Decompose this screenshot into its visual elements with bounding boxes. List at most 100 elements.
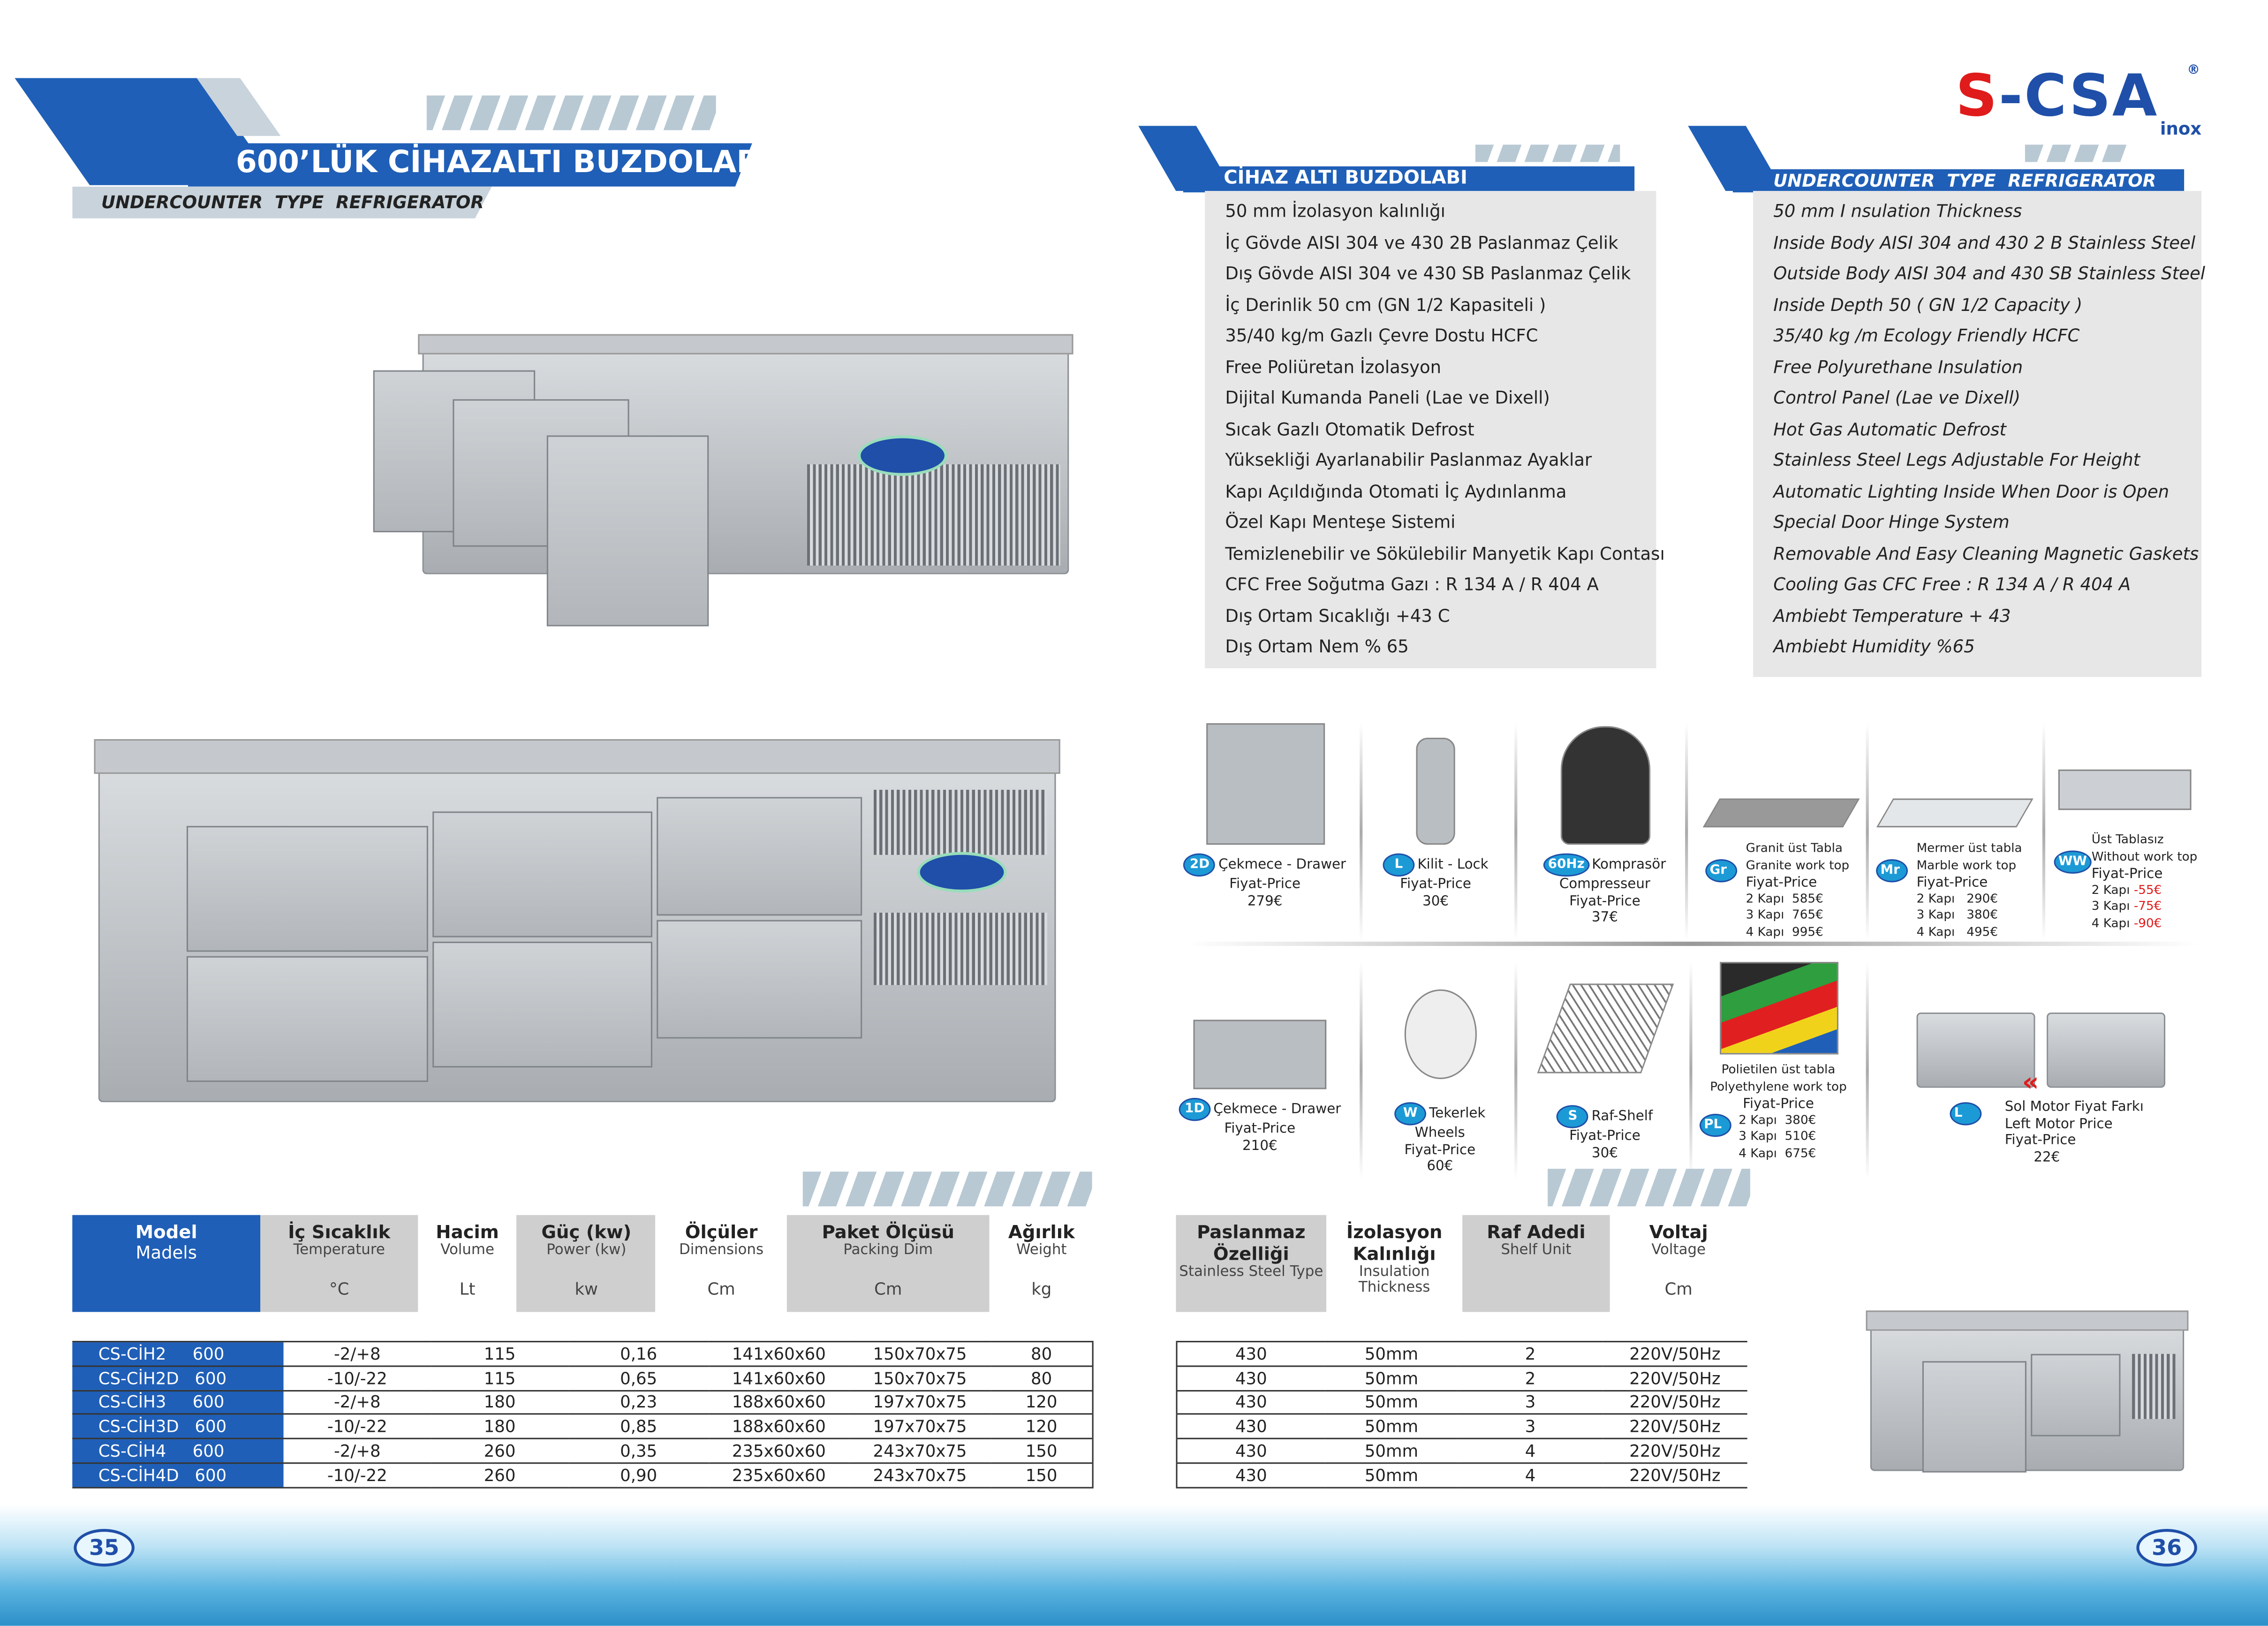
- table-cell: 50mm: [1325, 1414, 1458, 1440]
- badge-icon: Gr: [1705, 859, 1738, 883]
- table-cell: 141x60x60: [709, 1365, 849, 1391]
- table-cell: 0,90: [568, 1462, 709, 1488]
- logo-text: S-CSA: [1955, 63, 2159, 130]
- badge-icon: W: [1394, 1102, 1427, 1126]
- table-cell: 0,65: [568, 1365, 709, 1391]
- table-cell: 50mm: [1325, 1389, 1458, 1415]
- table-cell: 235x60x60: [709, 1438, 849, 1464]
- table-stripes-left: [802, 1172, 1092, 1207]
- table-cell: CS-CİH3D 600: [72, 1414, 284, 1440]
- right-motor-unit-image: [1916, 1012, 2035, 1088]
- table-cell: -10/-22: [283, 1365, 431, 1391]
- spec-list-en: 50 mm I nsulation Thickness Inside Body …: [1753, 191, 2206, 677]
- table-cell: 243x70x75: [849, 1438, 991, 1464]
- table-cell: 2: [1458, 1365, 1603, 1391]
- spec-item: Temizlenebilir ve Sökülebilir Manyetik K…: [1225, 543, 1665, 564]
- spec-en-stripes: [2025, 144, 2126, 162]
- table-cell: 220V/50Hz: [1603, 1462, 1747, 1488]
- spec-item: Control Panel (Lae ve Dixell): [1773, 387, 2021, 408]
- table-cell: 150x70x75: [849, 1341, 991, 1367]
- product-image-3-drawer-open: [373, 334, 1074, 627]
- spec-item: 50 mm I nsulation Thickness: [1773, 201, 2022, 221]
- spec-item: İç Gövde AISI 304 ve 430 2B Paslanmaz Çe…: [1225, 232, 1618, 253]
- table-cell: CS-CİH2 600: [72, 1341, 284, 1367]
- marble-image: [1876, 798, 2034, 828]
- spec-item: Cooling Gas CFC Free : R 134 A / R 404 A: [1773, 574, 2131, 595]
- shelf-image: [1536, 983, 1673, 1074]
- spec-item: Free Polyurethane Insulation: [1773, 356, 2023, 377]
- table-cell: 220V/50Hz: [1603, 1438, 1747, 1464]
- badge-icon: 60Hz: [1543, 853, 1589, 877]
- page-title: 600’LÜK CİHAZALTI BUZDOLABI: [235, 144, 771, 180]
- badge-icon: WW: [2054, 850, 2092, 874]
- table-cell: 220V/50Hz: [1603, 1389, 1747, 1415]
- badge-icon: S: [1557, 1105, 1589, 1128]
- table-cell: 80: [990, 1365, 1093, 1391]
- spec-item: Outside Body AISI 304 and 430 SB Stainle…: [1773, 263, 2206, 284]
- spec-item: Free Poliüretan İzolasyon: [1225, 356, 1442, 377]
- spec-item: Removable And Easy Cleaning Magnetic Gas…: [1773, 543, 2199, 564]
- granite-image: [1702, 798, 1860, 828]
- spec-item: Dijital Kumanda Paneli (Lae ve Dixell): [1225, 387, 1550, 408]
- spec-item: Automatic Lighting Inside When Door is O…: [1773, 481, 2170, 501]
- table-cell: 50mm: [1325, 1462, 1458, 1488]
- spec-item: Dış Ortam Nem % 65: [1225, 636, 1409, 657]
- product-image-3-drawer-closed: [94, 739, 1060, 1103]
- table-cell: 260: [431, 1462, 569, 1488]
- table-cell: 80: [990, 1341, 1093, 1367]
- spec-item: Dış Gövde AISI 304 ve 430 SB Paslanmaz Ç…: [1225, 263, 1631, 284]
- table-cell: 115: [431, 1341, 569, 1367]
- lock-image: [1416, 737, 1455, 845]
- table-cell: 150: [990, 1462, 1093, 1488]
- spec-en-title: UNDERCOUNTER TYPE REFRIGERATOR: [1732, 169, 2185, 193]
- table-cell: 115: [431, 1365, 569, 1391]
- table-cell: 430: [1176, 1341, 1325, 1367]
- table-cell: 220V/50Hz: [1603, 1341, 1747, 1367]
- badge-icon: 1D: [1179, 1097, 1211, 1121]
- spec-item: Özel Kapı Menteşe Sistemi: [1225, 512, 1456, 532]
- spec-tr-stripes: [1475, 144, 1620, 162]
- table-cell: 430: [1176, 1389, 1325, 1415]
- table-cell: 150: [990, 1438, 1093, 1464]
- spec-item: 50 mm İzolasyon kalınlığı: [1225, 201, 1445, 221]
- page-number-left: 35: [74, 1528, 135, 1567]
- table-cell: 4: [1458, 1462, 1603, 1488]
- spec-item: Inside Depth 50 ( GN 1/2 Capacity ): [1773, 294, 2083, 315]
- table-cell: CS-CİH3 600: [72, 1389, 284, 1415]
- ice-footer: [0, 1504, 2268, 1626]
- table-cell: 120: [990, 1414, 1093, 1440]
- table-cell: 0,85: [568, 1414, 709, 1440]
- polyethylene-image: [1719, 961, 1838, 1055]
- spec-item: Dış Ortam Sıcaklığı +43 C: [1225, 605, 1450, 626]
- table-cell: 180: [431, 1414, 569, 1440]
- spec-item: Hot Gas Automatic Defrost: [1773, 418, 2006, 439]
- spec-item: Ambiebt Temperature + 43: [1773, 605, 2011, 626]
- table-stripes-right: [1548, 1169, 1750, 1207]
- table-cell: -2/+8: [283, 1438, 431, 1464]
- spec-tr-title: CİHAZ ALTI BUZDOLABI: [1183, 166, 1635, 193]
- table-cell: 180: [431, 1389, 569, 1415]
- table-cell: 50mm: [1325, 1438, 1458, 1464]
- table-cell: 430: [1176, 1462, 1325, 1488]
- without-top-image: [2058, 769, 2192, 810]
- table-cell: 430: [1176, 1438, 1325, 1464]
- compressor-image: [1560, 726, 1650, 845]
- table-cell: 430: [1176, 1414, 1325, 1440]
- table-cell: 0,23: [568, 1389, 709, 1415]
- badge-icon: PL: [1699, 1113, 1731, 1136]
- spec-item: 35/40 kg/m Gazlı Çevre Dostu HCFC: [1225, 325, 1538, 346]
